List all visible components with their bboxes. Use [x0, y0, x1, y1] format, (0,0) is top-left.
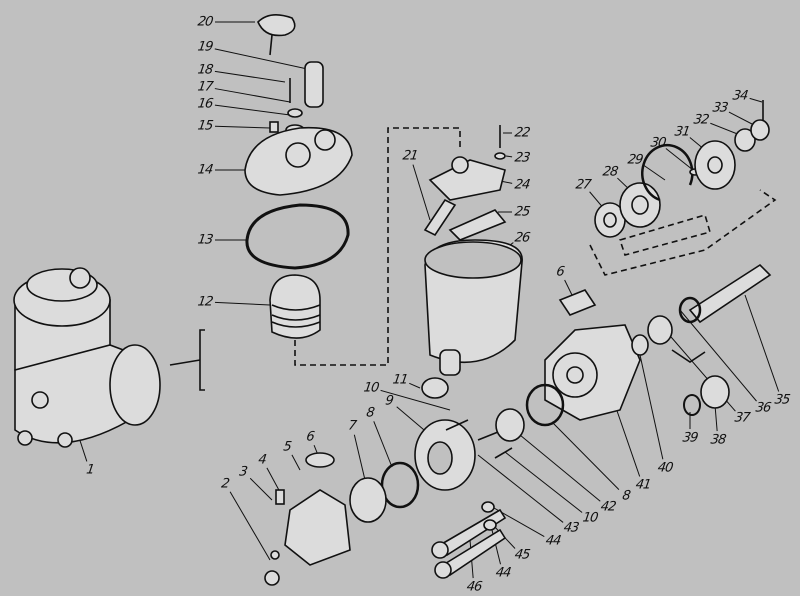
part-label-34: 34 — [731, 88, 749, 104]
part-label-38: 38 — [709, 432, 727, 448]
part-label-22: 22 — [513, 125, 531, 141]
part-label-37: 37 — [733, 410, 751, 426]
leader-line-15 — [214, 125, 271, 129]
leader-line-8 — [551, 421, 620, 490]
leader-line-36 — [679, 309, 757, 402]
part-label-17: 17 — [196, 79, 214, 95]
leader-line-10 — [380, 389, 451, 411]
part-label-36: 36 — [754, 400, 772, 416]
part-label-43: 43 — [562, 520, 580, 536]
leader-line-32 — [710, 122, 741, 136]
part-label-18: 18 — [196, 62, 214, 78]
leader-line-35 — [744, 294, 780, 392]
part-label-19: 19 — [196, 39, 214, 55]
part-label-10: 10 — [362, 380, 380, 396]
part-label-29: 29 — [626, 152, 644, 168]
part-label-10: 10 — [581, 510, 599, 526]
leader-line-42 — [519, 434, 601, 502]
part-label-39: 39 — [681, 430, 699, 446]
valve-parts — [421, 125, 523, 399]
part-label-26: 26 — [513, 230, 531, 246]
leader-line-10 — [504, 451, 583, 513]
part-label-41: 41 — [634, 477, 652, 493]
part-label-25: 25 — [513, 204, 531, 220]
leader-line-19 — [214, 48, 313, 71]
leader-line-30 — [665, 148, 694, 171]
part-label-44: 44 — [494, 565, 512, 581]
part-label-35: 35 — [773, 392, 791, 408]
leader-line-12 — [214, 301, 271, 306]
part-label-45: 45 — [513, 547, 531, 563]
leader-line-41 — [614, 404, 641, 477]
part-label-32: 32 — [692, 112, 710, 128]
gear-shaft-parts — [589, 100, 777, 324]
leader-line-16 — [214, 104, 291, 116]
part-label-31: 31 — [673, 124, 691, 140]
bracket — [169, 329, 205, 391]
leader-line-23 — [505, 155, 513, 158]
assembled-pump — [13, 267, 161, 448]
dashed-connector — [294, 127, 461, 366]
part-label-13: 13 — [196, 232, 214, 248]
part-label-12: 12 — [196, 294, 214, 310]
part-label-14: 14 — [196, 162, 214, 178]
leader-line-11 — [409, 382, 421, 389]
top-cover-parts — [244, 14, 353, 339]
leader-line-17 — [214, 88, 291, 103]
leader-line-6 — [564, 279, 573, 296]
leader-line-7 — [353, 434, 366, 481]
leader-lines — [69, 21, 780, 579]
part-label-33: 33 — [711, 100, 729, 116]
leader-line-33 — [728, 111, 753, 125]
leader-line-34 — [749, 97, 763, 103]
part-label-42: 42 — [599, 499, 617, 515]
part-label-28: 28 — [601, 164, 619, 180]
part-label-21: 21 — [401, 148, 419, 164]
part-label-16: 16 — [196, 96, 214, 112]
leader-line-21 — [412, 164, 431, 221]
leader-line-2 — [229, 491, 271, 561]
leader-line-4 — [266, 467, 281, 493]
leader-line-5 — [291, 454, 301, 471]
part-label-11: 11 — [391, 372, 409, 388]
part-label-44: 44 — [544, 533, 562, 549]
leader-line-40 — [639, 354, 664, 460]
leader-line-29 — [643, 164, 666, 181]
part-label-27: 27 — [574, 177, 592, 193]
part-label-24: 24 — [513, 177, 531, 193]
part-label-23: 23 — [513, 150, 531, 166]
part-label-15: 15 — [196, 118, 214, 134]
leader-line-18 — [214, 70, 286, 83]
leader-line-38 — [714, 404, 718, 432]
pump-body-parts — [264, 289, 730, 586]
part-label-20: 20 — [196, 14, 214, 30]
leader-line-3 — [249, 477, 273, 501]
leader-line-8 — [373, 421, 393, 468]
leader-line-43 — [477, 454, 564, 523]
part-label-40: 40 — [656, 460, 674, 476]
part-label-46: 46 — [465, 579, 483, 595]
part-label-30: 30 — [649, 135, 667, 151]
